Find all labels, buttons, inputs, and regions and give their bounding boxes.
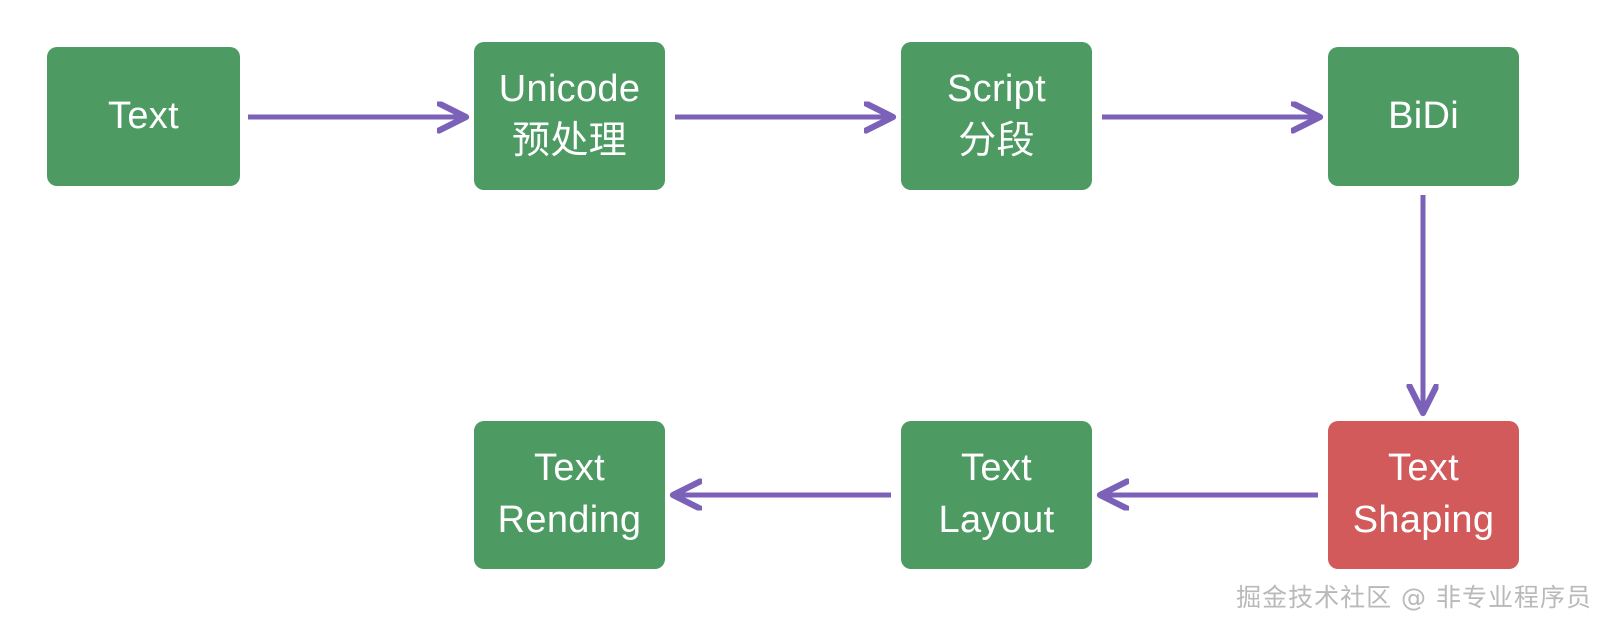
node-text-layout[interactable]: Text Layout — [901, 421, 1092, 569]
node-text-label: Text — [108, 94, 179, 137]
node-text-shaping[interactable]: Text Shaping — [1328, 421, 1519, 569]
node-script-segmentation[interactable]: Script 分段 — [901, 42, 1092, 190]
node-text-layout-label: Text Layout — [938, 447, 1055, 541]
node-bidi[interactable]: BiDi — [1328, 47, 1519, 186]
node-bidi-label: BiDi — [1388, 94, 1459, 137]
watermark-text: 掘金技术社区 @ 非专业程序员 — [1236, 583, 1592, 612]
node-script-segmentation-label: Script 分段 — [947, 68, 1046, 162]
node-text-rending[interactable]: Text Rending — [474, 421, 665, 569]
node-unicode-preprocess[interactable]: Unicode 预处理 — [474, 42, 665, 190]
node-unicode-preprocess-label: Unicode 预处理 — [498, 68, 641, 162]
node-text-shaping-label: Text Shaping — [1352, 447, 1495, 541]
node-text-rending-label: Text Rending — [497, 447, 642, 541]
node-text[interactable]: Text — [47, 47, 240, 186]
